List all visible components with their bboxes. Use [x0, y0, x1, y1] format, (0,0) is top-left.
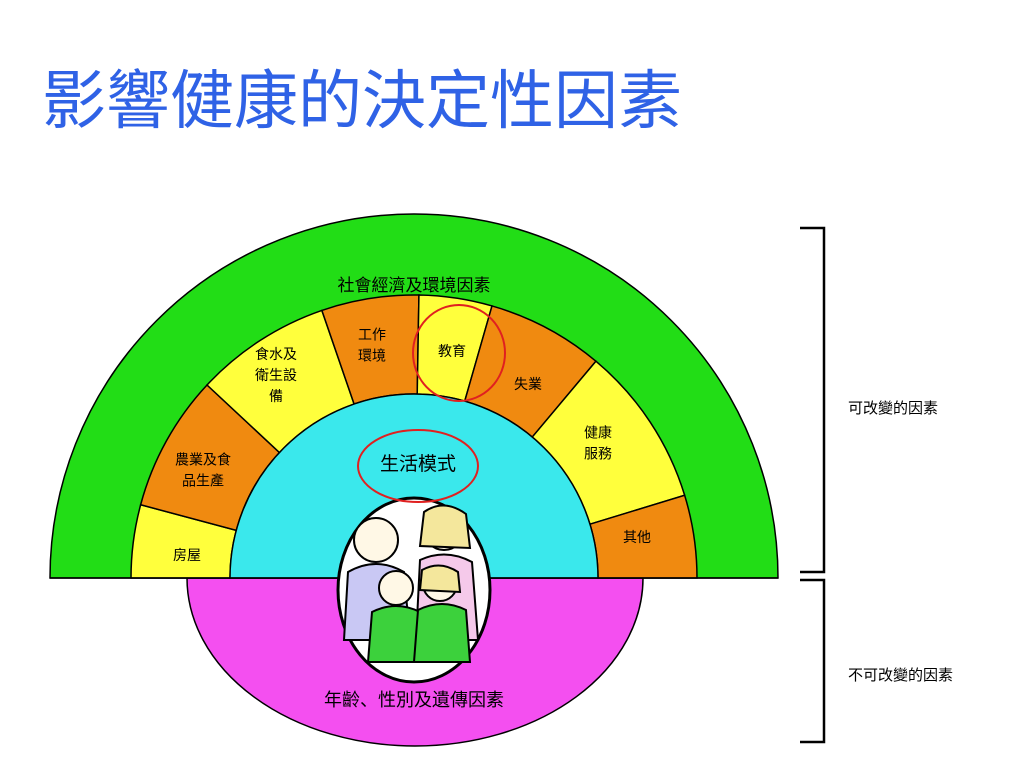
lifestyle-label: 生活模式	[380, 453, 456, 475]
segment-label-housing: 房屋	[173, 548, 201, 564]
segment-label-water: 食水及衛生設備	[255, 346, 297, 405]
segment-label-agri: 農業及食品生產	[175, 452, 231, 490]
unchangeable-bracket	[800, 578, 826, 744]
changeable-factors-label: 可改變的因素	[848, 399, 939, 417]
socioeconomic-label: 社會經濟及環境因素	[338, 276, 491, 296]
page-title: 影響健康的決定性因素	[42, 65, 682, 139]
segment-label-work: 工作環境	[358, 328, 386, 365]
segment-label-other: 其他	[623, 530, 651, 546]
unchangeable-factors-label: 不可改變的因素	[848, 666, 954, 684]
lifestyle-highlight	[357, 429, 479, 503]
segment-label-unemp: 失業	[514, 377, 542, 393]
genetic-factors-label: 年齡、性別及遺傳因素	[324, 690, 504, 711]
education-highlight	[412, 304, 506, 402]
family-illustration	[336, 496, 492, 684]
segment-label-health: 健康服務	[584, 425, 612, 463]
segment-label-edu: 教育	[438, 344, 466, 360]
segment-ring	[130, 294, 698, 579]
changeable-bracket	[800, 226, 826, 574]
lifestyle-region	[229, 393, 599, 579]
